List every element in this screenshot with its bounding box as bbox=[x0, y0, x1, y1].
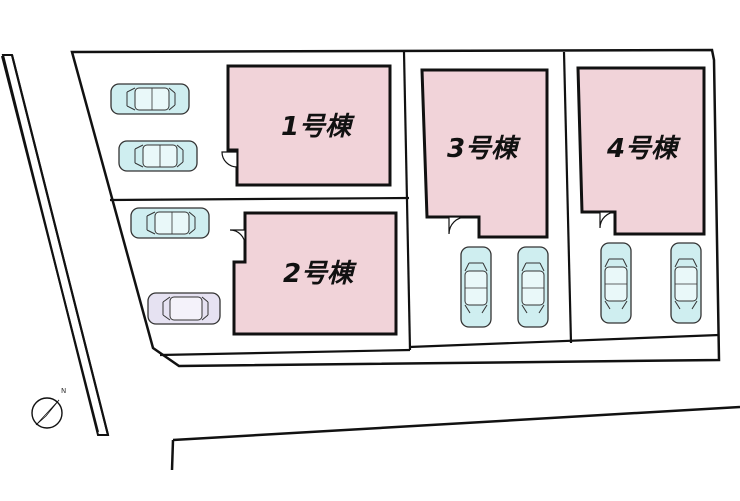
lot-line-1-2 bbox=[109, 196, 410, 202]
north-label: N bbox=[61, 387, 66, 395]
entrance-door-3 bbox=[448, 216, 467, 235]
building-3: 3号棟 bbox=[420, 68, 549, 239]
building-2: 2号棟 bbox=[229, 211, 398, 336]
entrance-door-4 bbox=[599, 211, 617, 229]
building-4: 4号棟 bbox=[576, 66, 706, 236]
building-2-label: 2号棟 bbox=[283, 259, 357, 289]
car-icon bbox=[460, 246, 492, 328]
road-curb-south bbox=[172, 405, 740, 442]
building-4-label: 4号棟 bbox=[606, 134, 681, 164]
car-icon bbox=[110, 83, 190, 115]
car-icon bbox=[670, 242, 702, 324]
building-1-label: 1号棟 bbox=[281, 112, 355, 142]
lot-line-2-south bbox=[159, 348, 411, 357]
lot-line-west-east bbox=[402, 51, 412, 351]
car-icon bbox=[130, 207, 210, 239]
building-1: 1号棟 bbox=[221, 64, 392, 187]
road-curb-west bbox=[1, 55, 99, 433]
car-icon bbox=[118, 140, 198, 172]
car-icon bbox=[517, 246, 549, 328]
lot-line-south bbox=[408, 333, 720, 349]
north-arrow-icon: N bbox=[31, 387, 66, 429]
car-icon bbox=[600, 242, 632, 324]
car-icon bbox=[147, 292, 221, 325]
building-3-label: 3号棟 bbox=[447, 134, 521, 164]
lot-line-3-4 bbox=[562, 51, 573, 344]
entrance-door-2 bbox=[229, 229, 246, 246]
road-curb-south-end bbox=[170, 439, 175, 471]
entrance-door-1 bbox=[221, 151, 238, 168]
road-curb-west-inner bbox=[10, 54, 110, 436]
